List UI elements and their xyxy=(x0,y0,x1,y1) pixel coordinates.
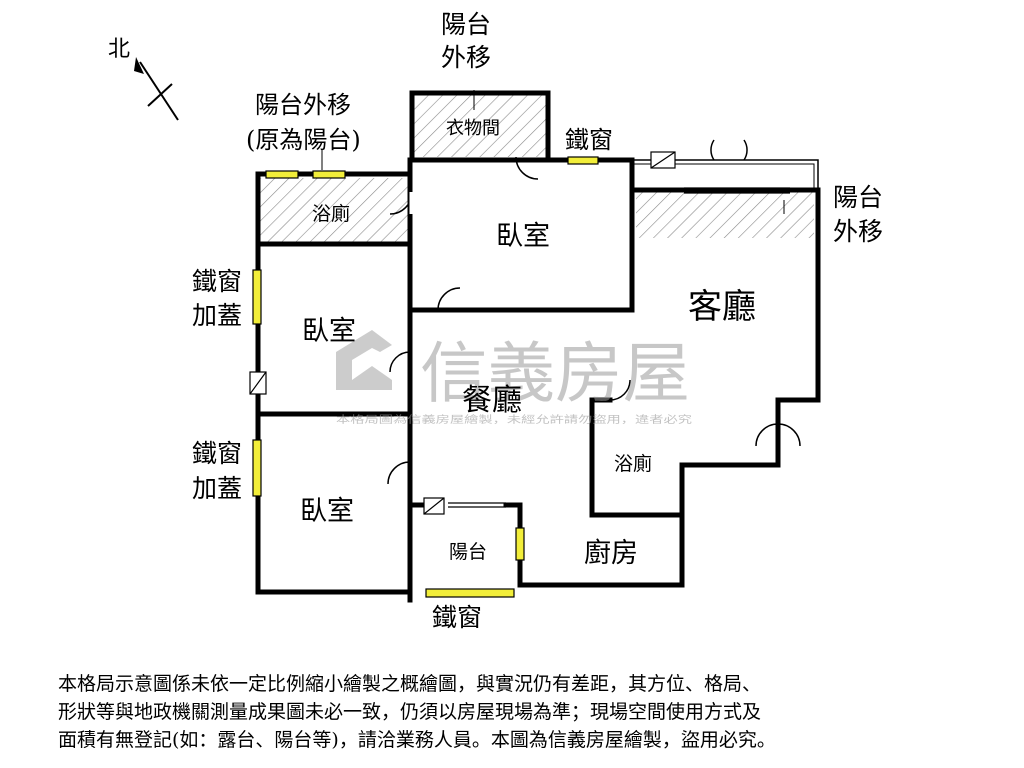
label-balcony-left-2: (原為陽台) xyxy=(246,126,361,154)
compass: 北 xyxy=(108,37,179,121)
sliding-doors xyxy=(448,187,790,508)
living-balcony-hatch xyxy=(636,192,814,238)
label-iron-window-bottom: 鐵窗 xyxy=(432,603,482,632)
fixtures xyxy=(249,151,676,515)
label-balcony-top-2: 外移 xyxy=(441,43,491,72)
disclaimer-line-2: 形狀等與地政機關測量成果圖未必一致，仍須以房屋現場為準；現場空間使用方式及 xyxy=(58,701,762,723)
label-balcony-right-2: 外移 xyxy=(833,217,883,246)
north-label: 北 xyxy=(108,37,130,62)
floor-plan: 北 信義房屋 本格局圖為信義房屋繪製，未經允許請勿盜用，違者必究 陽台 外移 衣… xyxy=(108,10,883,632)
disclaimer-line-3: 面積有無登記(如：露台、陽台等)，請洽業務人員。本圖為信義房屋繪製，盜用必究。 xyxy=(58,729,776,751)
label-bath-center: 浴廁 xyxy=(614,452,652,475)
brand-logo-icon xyxy=(336,330,392,390)
label-balcony-right-1: 陽台 xyxy=(833,183,883,212)
label-iron-window-left2-2: 加蓋 xyxy=(192,474,242,503)
watermark: 信義房屋 本格局圖為信義房屋繪製，未經允許請勿盜用，違者必究 xyxy=(336,330,692,426)
label-closet: 衣物間 xyxy=(446,118,500,139)
label-balcony-left-1: 陽台外移 xyxy=(255,91,351,119)
leader-lines xyxy=(321,90,785,214)
label-iron-window-top: 鐵窗 xyxy=(565,126,613,154)
bath-top-hatch xyxy=(258,178,410,244)
label-living-room: 客廳 xyxy=(688,287,756,327)
label-bedroom-main: 臥室 xyxy=(496,221,550,252)
label-balcony-top-1: 陽台 xyxy=(441,10,491,39)
balcony-railing-inner xyxy=(632,163,815,192)
watermark-brand: 信義房屋 xyxy=(420,335,690,412)
closet-hatch xyxy=(412,93,548,157)
balcony-railing xyxy=(632,159,819,192)
windows xyxy=(252,156,599,598)
label-bath-top: 浴廁 xyxy=(312,202,350,225)
label-dining-room: 餐廳 xyxy=(462,383,522,418)
labels: 陽台 外移 衣物間 鐵窗 陽台外移 (原為陽台) 浴廁 臥室 陽台 外移 客廳 … xyxy=(192,10,883,632)
disclaimer-line-1: 本格局示意圖係未依一定比例縮小繪製之概繪圖，與實況仍有差距，其方位、格局、 xyxy=(58,673,762,695)
doors xyxy=(387,139,801,485)
label-kitchen: 廚房 xyxy=(584,538,638,569)
disclaimer: 本格局示意圖係未依一定比例縮小繪製之概繪圖，與實況仍有差距，其方位、格局、 形狀… xyxy=(58,670,978,754)
label-iron-window-left2-1: 鐵窗 xyxy=(192,439,242,468)
watermark-notice: 本格局圖為信義房屋繪製，未經允許請勿盜用，違者必究 xyxy=(336,413,692,426)
label-bedroom-left: 臥室 xyxy=(302,316,356,347)
label-iron-window-left1-2: 加蓋 xyxy=(192,301,242,330)
label-iron-window-left1-1: 鐵窗 xyxy=(192,267,242,296)
label-balcony-small: 陽台 xyxy=(449,541,487,563)
label-bedroom-bottom: 臥室 xyxy=(300,496,354,527)
